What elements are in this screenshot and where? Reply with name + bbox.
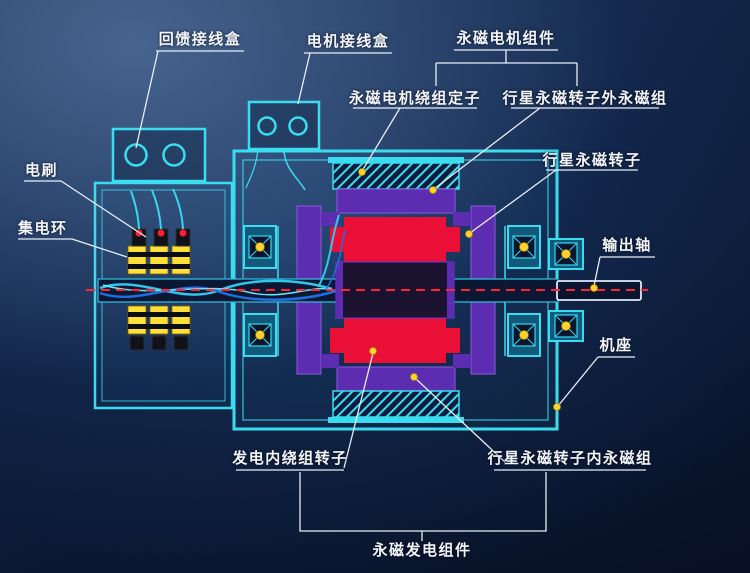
label-pm-motor-winding-stator: 永磁电机绕组定子 [348, 89, 482, 107]
label-pm-motor-assembly: 永磁电机组件 [456, 29, 556, 47]
label-slip-ring: 集电环 [18, 219, 68, 237]
leader-endpoint-dots [358, 168, 598, 411]
stator-bottom [328, 366, 464, 423]
stator-top [328, 157, 464, 214]
label-planetary-pm-rotor: 行星永磁转子 [542, 151, 642, 169]
label-frame: 机座 [599, 336, 633, 354]
feedback-junction-box [111, 127, 207, 183]
brushes [131, 228, 191, 247]
wires [99, 188, 346, 301]
label-planetary-rotor-inner-magnets: 行星永磁转子内永磁组 [487, 449, 653, 467]
label-feedback-junction-box: 回馈接线盒 [158, 30, 242, 48]
magnet-blocks [330, 217, 460, 363]
leader-lines [18, 49, 659, 541]
planetary-rotor-ring [296, 205, 496, 375]
label-output-shaft: 输出轴 [602, 236, 652, 254]
motor-junction-box [245, 100, 321, 191]
label-pm-generator-assembly: 永磁发电组件 [372, 541, 472, 559]
label-motor-junction-box: 电机接线盒 [306, 32, 390, 50]
bearings [243, 225, 584, 357]
slip-rings [127, 245, 191, 351]
label-brush: 电刷 [25, 161, 59, 179]
label-planetary-rotor-outer-magnets: 行星永磁转子外永磁组 [502, 89, 668, 107]
label-generator-inner-winding-rotor: 发电内绕组转子 [232, 449, 348, 467]
